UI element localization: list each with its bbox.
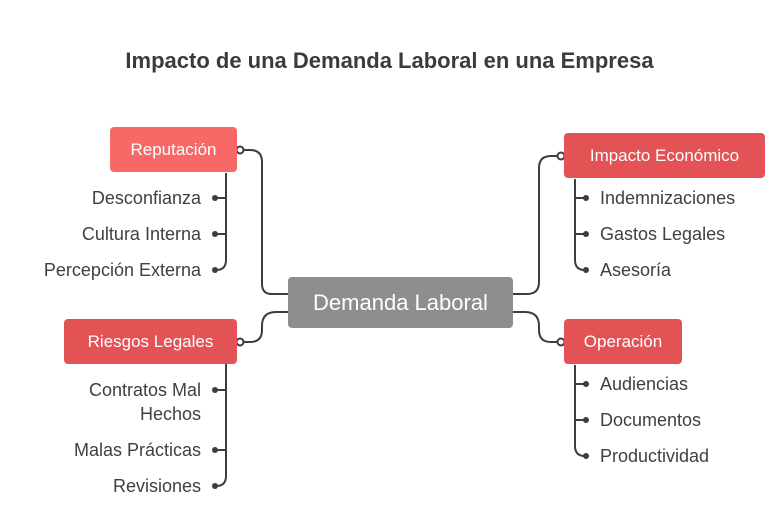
leaf-indemnizaciones: Indemnizaciones [600, 188, 736, 208]
link-operacion-leaves [574, 365, 586, 457]
center-node-label: Demanda Laboral [313, 289, 488, 315]
link-center-riesgos [241, 311, 288, 343]
diagram-title: Impacto de una Demanda Laboral en una Em… [125, 48, 654, 73]
leaf-cultura-interna: Cultura Interna [81, 224, 201, 244]
leaf-productividad: Productividad [600, 446, 710, 466]
link-center-reputacion [241, 149, 288, 295]
leaf-audiencias: Audiencias [600, 374, 689, 394]
branch-reputacion: Reputación [110, 127, 237, 172]
branch-riesgos-legales: Riesgos Legales [64, 319, 237, 364]
branch-riesgos-label: Riesgos Legales [87, 331, 214, 351]
leaf-asesoria: Asesoría [600, 260, 672, 280]
branch-reputacion-label: Reputación [130, 139, 217, 159]
leaf-contratos-mal-hechos: Contratos Mal Hechos [88, 380, 201, 424]
leaf-percepcion-externa: Percepción Externa [43, 260, 201, 280]
leaf-desconfianza: Desconfianza [91, 188, 201, 208]
leaf-documentos: Documentos [600, 410, 702, 430]
branch-operacion-label: Operación [583, 331, 663, 351]
link-reputacion-leaves [215, 173, 227, 271]
branch-impacto-economico: Impacto Económico [564, 133, 765, 178]
leaf-malas-practicas: Malas Prácticas [73, 440, 201, 460]
link-center-economico [513, 155, 561, 295]
link-riesgos-leaves [215, 364, 227, 487]
branch-operacion: Operación [564, 319, 682, 364]
link-center-operacion [513, 311, 561, 343]
branch-economico-label: Impacto Económico [589, 145, 740, 165]
link-economico-leaves [574, 179, 586, 271]
leaf-gastos-legales: Gastos Legales [600, 224, 726, 244]
center-node: Demanda Laboral [288, 277, 513, 328]
leaf-revisiones: Revisiones [112, 476, 201, 496]
